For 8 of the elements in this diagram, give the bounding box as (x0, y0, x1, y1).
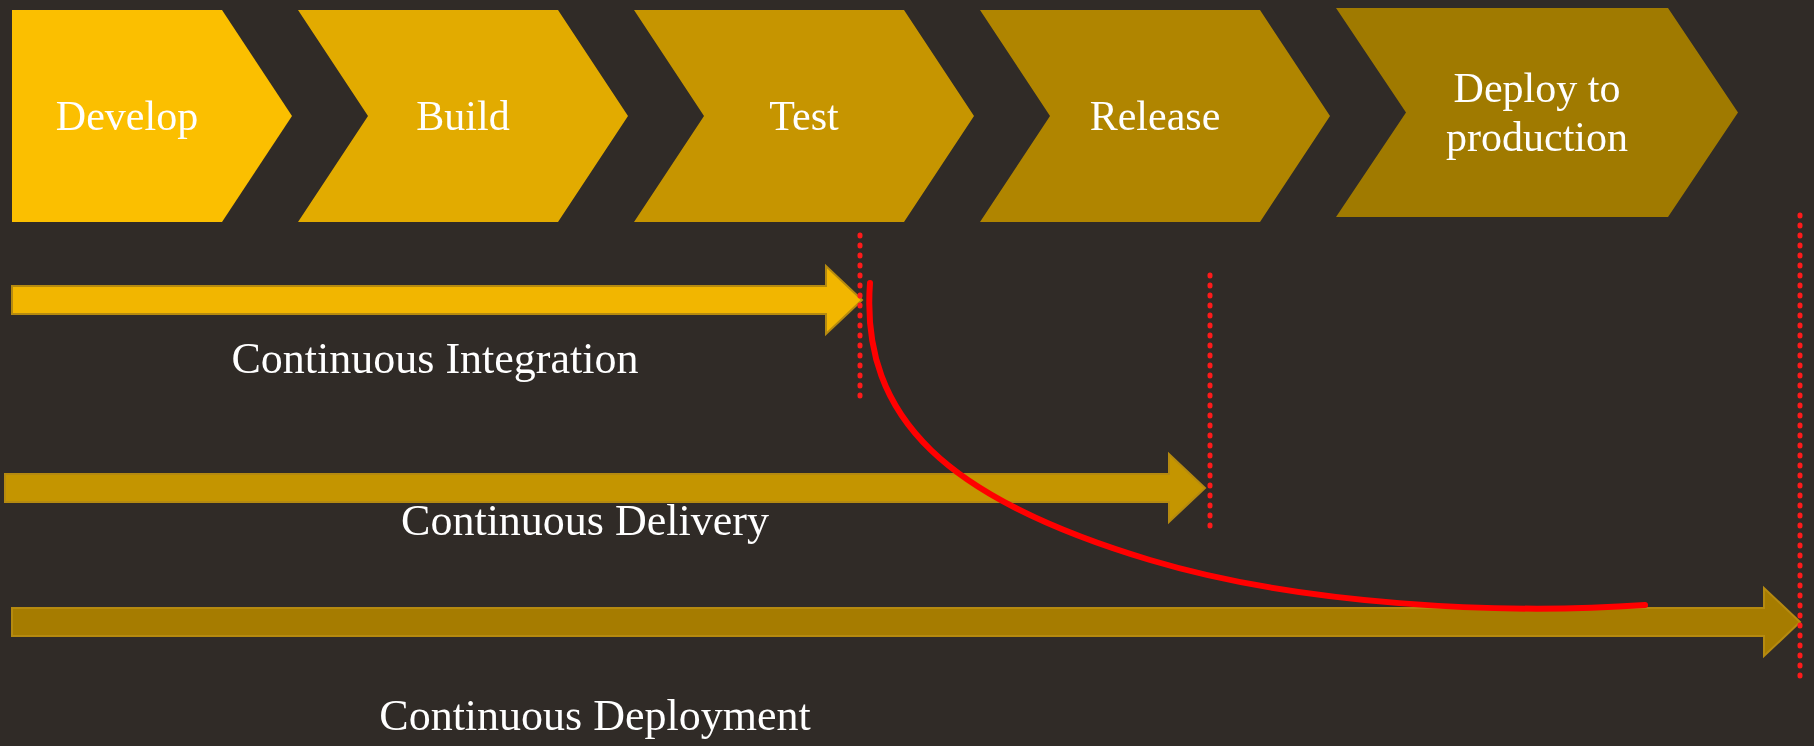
chevron-step: Build (298, 10, 628, 222)
arrow-caption: Continuous Deployment (379, 690, 811, 741)
chevron-step: Release (980, 10, 1330, 222)
arrow-caption: Continuous Integration (231, 333, 639, 384)
arrow-caption: Continuous Delivery (401, 495, 769, 546)
chevron-step: Deploy to production (1336, 8, 1738, 217)
chevron-step: Develop (12, 10, 292, 222)
chevron-step: Test (634, 10, 974, 222)
